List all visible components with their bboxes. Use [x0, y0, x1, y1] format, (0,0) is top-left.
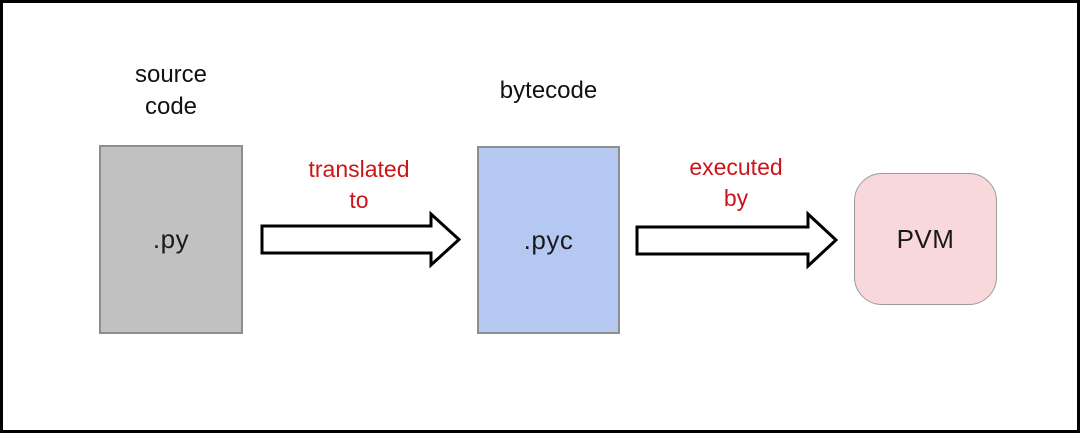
right-block-arrow-shape	[260, 210, 462, 269]
arrow-2-label-line1: executed	[689, 154, 783, 180]
right-block-arrow-icon	[635, 210, 839, 270]
arrow-2-label-line2: by	[723, 185, 749, 211]
source-code-caption-line2: code	[144, 93, 198, 120]
pvm-node: PVM	[854, 173, 997, 305]
bytecode-node-label: .pyc	[523, 224, 574, 255]
bytecode-caption: bytecode	[499, 77, 598, 104]
source-code-node-label: .py	[152, 224, 190, 254]
bytecode-node: .pyc	[477, 146, 620, 334]
arrow-2-label: executed by	[646, 152, 826, 214]
right-block-arrow-shape	[635, 210, 839, 270]
right-block-arrow-icon	[260, 210, 462, 269]
arrow-1-label: translated to	[269, 154, 449, 216]
pvm-node-label: PVM	[896, 223, 955, 254]
source-code-node: .py	[99, 145, 243, 334]
source-code-caption-line1: source	[134, 61, 208, 88]
arrow-1-label-line2: to	[349, 187, 369, 213]
source-code-caption: source code	[99, 59, 243, 123]
arrow-1-label-line1: translated	[308, 156, 410, 182]
